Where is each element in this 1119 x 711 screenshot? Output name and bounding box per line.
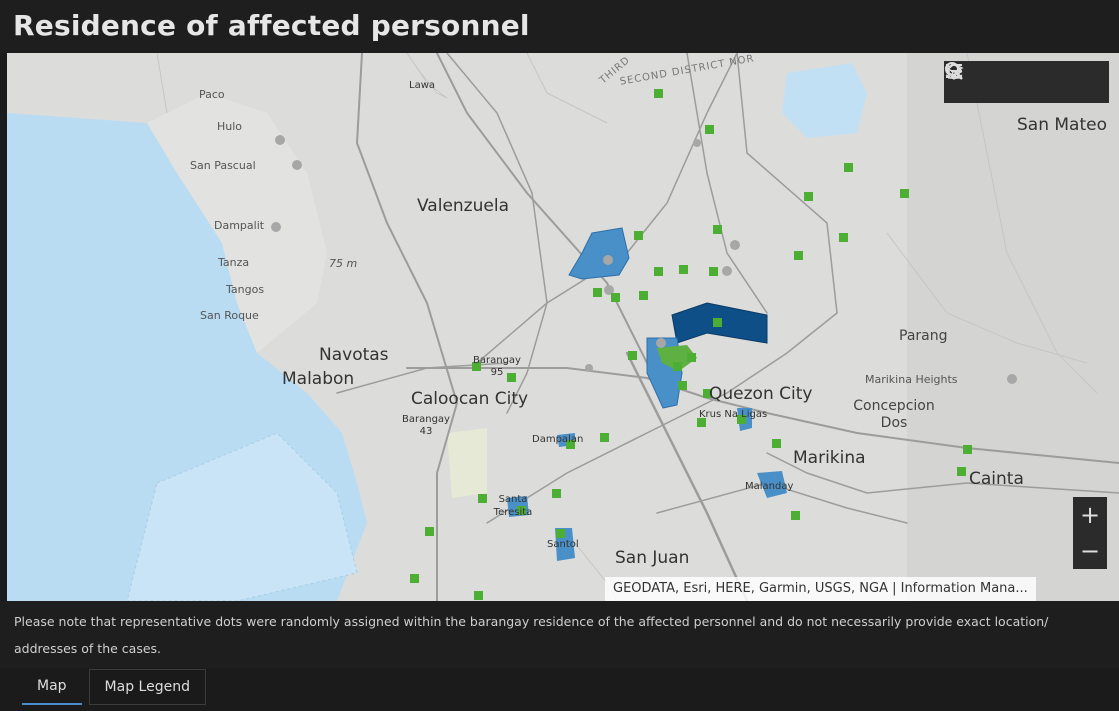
label-elevation: 75 m [329, 257, 358, 270]
label-marikina: Marikina [793, 448, 866, 468]
home-button[interactable] [946, 62, 1021, 97]
label-san-pascual: San Pascual [190, 159, 256, 172]
map-view[interactable]: Paco Hulo San Pascual Dampalit Tanza Tan… [7, 53, 1119, 601]
label-barangay-43: Barangay 43 [402, 414, 450, 437]
label-hulo: Hulo [217, 120, 243, 133]
zoom-in-button[interactable]: + [1079, 501, 1101, 529]
label-tangos: Tangos [226, 283, 265, 296]
label-dampalit: Dampalit [214, 219, 265, 232]
label-parang: Parang [899, 328, 948, 344]
label-navotas: Navotas [319, 345, 389, 365]
label-san-mateo: San Mateo [1017, 115, 1107, 135]
layers-icon [944, 63, 964, 80]
label-barangay-95: Barangay 95 [473, 355, 521, 378]
title-bar: Residence of affected personnel [0, 0, 1119, 53]
label-tanza: Tanza [218, 256, 250, 269]
bottom-tabs: Map Map Legend [22, 669, 213, 705]
label-concepcion-dos: Concepcion Dos [853, 398, 935, 431]
disclaimer-text: Please note that representative dots wer… [14, 614, 1049, 656]
label-caloocan-city: Caloocan City [411, 389, 529, 409]
label-malanday: Malanday [745, 481, 794, 492]
layers-button[interactable] [944, 63, 1103, 97]
legend-button[interactable] [946, 64, 1062, 97]
zoom-out-button[interactable]: − [1079, 537, 1101, 565]
label-san-roque: San Roque [200, 309, 259, 322]
disclaimer-panel: Please note that representative dots wer… [0, 601, 1119, 668]
label-dampalan: Dampalan [532, 434, 584, 445]
label-cainta: Cainta [969, 469, 1024, 489]
page-title: Residence of affected personnel [13, 9, 530, 42]
label-santa-teresita: Santa Teresita [493, 494, 533, 518]
tab-map-legend[interactable]: Map Legend [88, 669, 206, 705]
zoom-control: + − [1073, 497, 1107, 569]
map-attribution[interactable]: GEODATA, Esri, HERE, Garmin, USGS, NGA |… [605, 577, 1036, 601]
label-quezon-city: Quezon City [709, 384, 813, 404]
label-krus-na-ligas: Krus Na Ligas [699, 409, 768, 420]
label-santol: Santol [547, 539, 579, 550]
basemap [7, 53, 1119, 601]
label-paco: Paco [199, 88, 225, 101]
label-valenzuela: Valenzuela [417, 196, 509, 216]
label-malabon: Malabon [282, 369, 355, 389]
label-san-juan: San Juan [615, 548, 690, 568]
map-toolbar [944, 61, 1109, 103]
tab-map[interactable]: Map [22, 669, 82, 705]
label-marikina-heights: Marikina Heights [865, 373, 958, 386]
label-lawa: Lawa [409, 80, 436, 91]
